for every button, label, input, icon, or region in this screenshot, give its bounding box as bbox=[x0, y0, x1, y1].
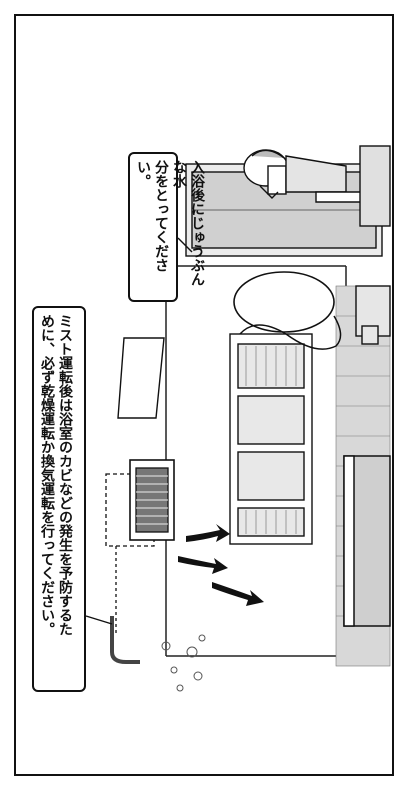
illustration-frame: 入浴後にじゅうぶんな水 分をとってください。 ミスト運転後は浴室のカビなどの発生… bbox=[14, 14, 394, 776]
mirror bbox=[233, 271, 335, 333]
callout-pointers bbox=[85, 237, 193, 625]
mist-note-text: ミスト運転後は浴室のカビなどの発生を予防するた めに、必ず乾燥運転か換気運転を行… bbox=[39, 314, 73, 636]
bathroom-door bbox=[229, 333, 313, 545]
bathing-note-text: 入浴後にじゅうぶんな水 分をとってください。 bbox=[135, 160, 205, 286]
faucet bbox=[355, 285, 391, 345]
right-wall bbox=[359, 145, 391, 227]
shower-hose bbox=[239, 315, 342, 350]
mist-unit bbox=[105, 459, 175, 664]
bathing-note-callout: 入浴後にじゅうぶんな水 分をとってください。 bbox=[128, 152, 205, 302]
wall-panel bbox=[117, 337, 165, 419]
mist-particles bbox=[161, 634, 206, 692]
bathroom-illustration bbox=[85, 145, 391, 692]
mist-note-callout: ミスト運転後は浴室のカビなどの発生を予防するた めに、必ず乾燥運転か換気運転を行… bbox=[32, 306, 86, 692]
bath-tub bbox=[343, 455, 391, 627]
airflow-arrows bbox=[178, 524, 264, 606]
